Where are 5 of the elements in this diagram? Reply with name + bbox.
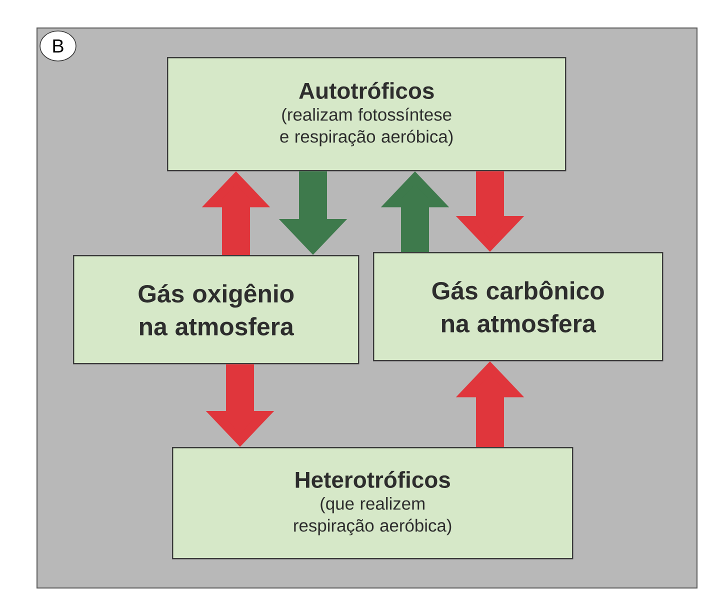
text-box: Gás oxigênio na atmosfera [73,255,360,364]
text-box: Gás carbônico na atmosfera [373,252,664,362]
text-box: Autotróficos (realizam fotossíntese e respiração aeróbica) [167,57,566,172]
circled-letter: B [40,30,76,62]
text-box: Heterotróficos (que realizem respiração aeróbica) [172,447,574,560]
